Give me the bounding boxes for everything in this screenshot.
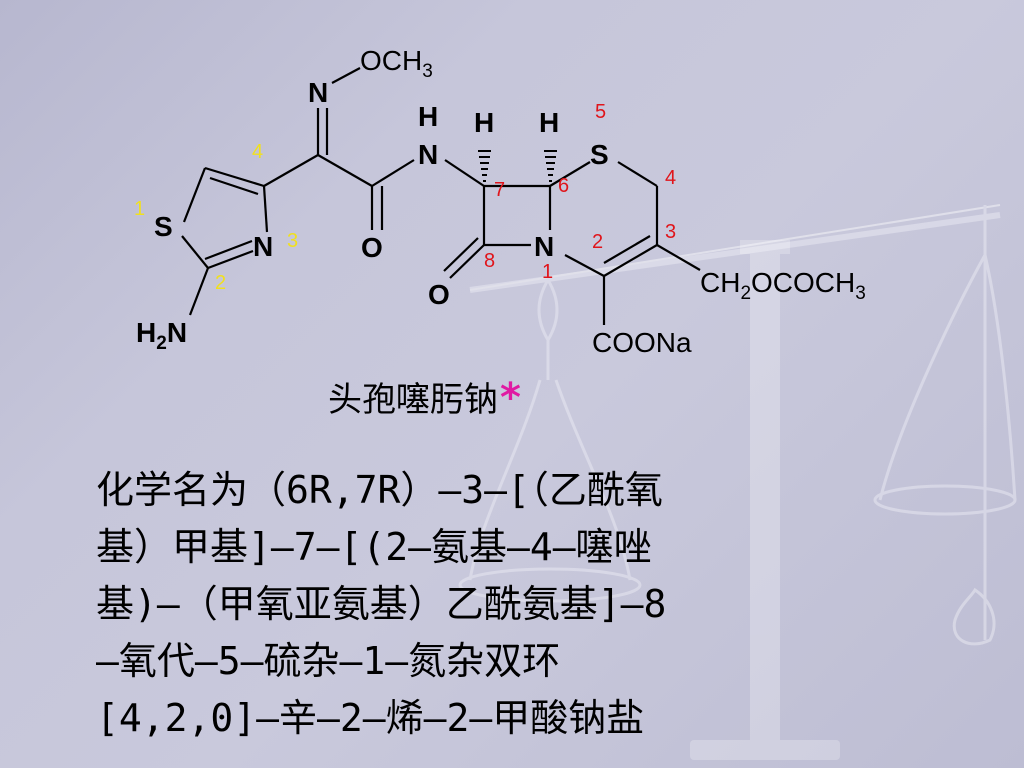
- amide-nitrogen: N: [418, 139, 438, 170]
- ring-locant-6: 6: [558, 175, 569, 197]
- lactam-nitrogen: N: [534, 231, 554, 262]
- stereo-hash-h6: [544, 150, 557, 182]
- carboxylate-sodium: COONa: [592, 327, 692, 358]
- stereo-hash-h7: [478, 150, 491, 182]
- compound-name: 头孢噻肟钠: [328, 380, 498, 420]
- ring-locant-7: 7: [494, 179, 505, 201]
- ring-locant-5: 5: [595, 101, 606, 123]
- thiazole-locant-2: 2: [215, 272, 226, 294]
- ring-locants: 1 2 3 4 5 6 7 8: [484, 101, 676, 283]
- hydrogen-c7: H: [474, 107, 494, 138]
- thiazole-nitrogen: N: [253, 231, 273, 262]
- amide-oxygen: O: [361, 232, 383, 263]
- ring-locant-2: 2: [592, 231, 603, 253]
- chemical-name-line: [4,2,0]—辛—2—烯—2—甲酸钠盐: [96, 696, 645, 740]
- ring-sulfur: S: [590, 139, 609, 170]
- methoxy-group: OCH3: [360, 45, 433, 82]
- amide-hydrogen: H: [418, 101, 438, 132]
- bonds: [181, 67, 701, 325]
- ring-locant-1: 1: [542, 261, 553, 283]
- ring-locant-8: 8: [484, 250, 495, 272]
- oxime-nitrogen: N: [308, 77, 328, 108]
- compound-title: 头孢噻肟钠*: [328, 372, 648, 421]
- thiazole-locant-4: 4: [252, 141, 263, 163]
- thiazole-locant-3: 3: [287, 230, 298, 252]
- chemical-name-line: —氧代—5—硫杂—1—氮杂双环: [96, 639, 561, 683]
- lactam-oxygen: O: [428, 279, 450, 310]
- thiazole-locant-1: 1: [134, 198, 145, 220]
- thiazole-sulfur: S: [154, 211, 173, 242]
- acetoxymethyl-group: CH2OCOCH3: [700, 267, 866, 304]
- chemical-name-line: 化学名为（6R,7R）—3—[（乙酰氧: [96, 468, 663, 512]
- chemical-name-line: 基）甲基]—7—[(2—氨基—4—噻唑: [96, 525, 652, 569]
- ring-locant-4: 4: [665, 167, 676, 189]
- hydrogen-c6: H: [539, 107, 559, 138]
- thiazole-locants: 1 2 3 4: [134, 141, 298, 294]
- chemical-name-paragraph: 化学名为（6R,7R）—3—[（乙酰氧 基）甲基]—7—[(2—氨基—4—噻唑 …: [96, 462, 926, 747]
- chemical-name-line: 基)—（甲氧亚氨基）乙酰氨基]—8: [96, 582, 667, 626]
- amino-group: H2N: [136, 317, 187, 354]
- atom-labels: S N H2N N OCH3 O H N H H S N O CH2OCOCH3…: [136, 45, 866, 358]
- asterisk-marker: *: [500, 375, 521, 421]
- ring-locant-3: 3: [665, 221, 676, 243]
